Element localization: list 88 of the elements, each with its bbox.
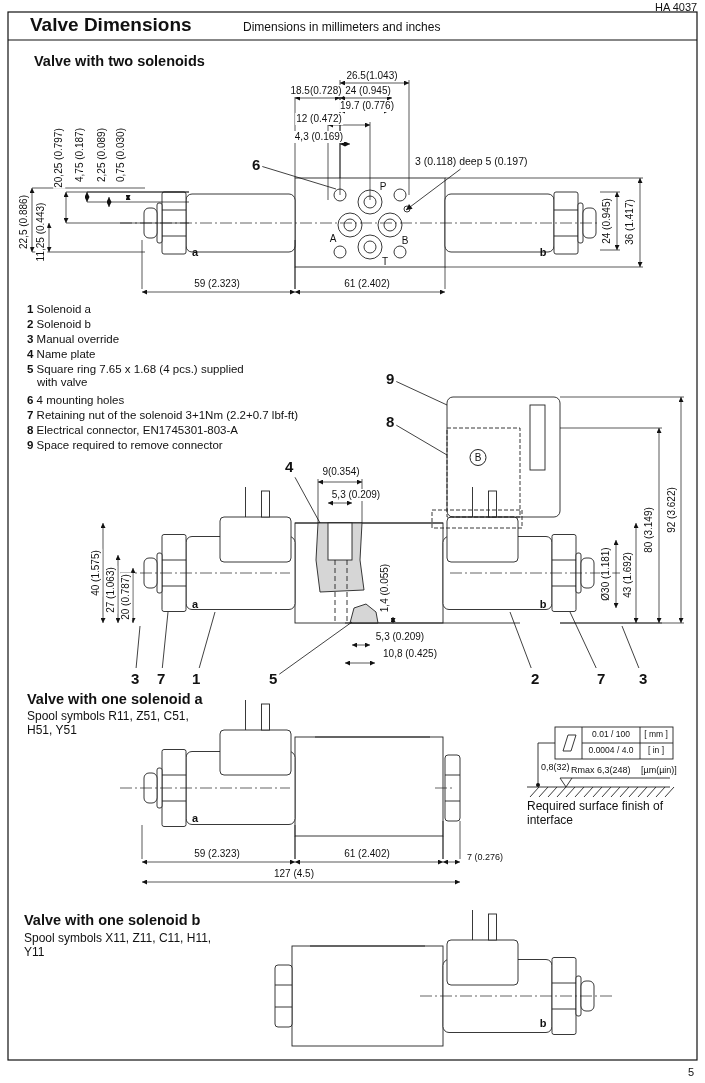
port-letter: T <box>381 256 389 268</box>
section-heading: Valve with two solenoids <box>34 53 205 70</box>
solenoid-letter: a <box>191 812 199 825</box>
parts-list-item: 9 Space required to remove connector <box>27 439 223 453</box>
dimension-label: 0,75 (0.030) <box>115 127 127 183</box>
unit-label: [ mm ] <box>644 730 668 740</box>
leader-line <box>278 621 353 675</box>
note-text: Spool symbols R11, Z51, C51, H51, Y51 <box>27 710 190 738</box>
document-number: HA 4037 <box>655 1 698 14</box>
leader-line <box>569 611 597 669</box>
unit-label: [ in ] <box>647 746 665 756</box>
parts-list-item: 8 Electrical connector, EN1745301-803-A <box>27 424 238 438</box>
hole-note: 3 (0.118) deep 5 (0.197) <box>415 155 528 168</box>
dimension-label: 12 (0.472) <box>295 113 343 125</box>
section-heading: Valve with one solenoid b <box>24 912 201 929</box>
port-letter: B <box>401 235 409 247</box>
leader-line <box>161 611 169 669</box>
parts-list-item: 5 Square ring 7.65 x 1.68 (4 pcs.) supplied with valve <box>27 363 245 390</box>
leader-line <box>198 611 216 669</box>
leader-line <box>395 424 448 456</box>
parts-list-item: 4 Name plate <box>27 348 96 362</box>
dimension-label: 40 (1.575) <box>90 549 102 597</box>
port-letter: A <box>329 233 337 245</box>
dimension-label: 61 (2.402) <box>343 278 391 290</box>
dimension-label: 24 (0.945) <box>344 85 392 97</box>
solenoid-letter: b <box>539 1017 547 1030</box>
roughness-value: Rmax 6,3(248) <box>571 765 631 776</box>
dimension-label: 4,3 (0.169) <box>293 131 345 143</box>
section-heading: Valve with one solenoid a <box>27 691 203 708</box>
dimension-label: 1,4 (0.055) <box>379 562 391 614</box>
roughness-value: [µm(µin)] <box>641 765 677 776</box>
note-text: Required surface finish of interface <box>527 800 665 828</box>
page-number: 5 <box>688 1066 695 1079</box>
parts-list-item: 2 Solenoid b <box>27 318 91 332</box>
port-letter: P <box>379 181 387 193</box>
leader-line <box>621 625 640 669</box>
roughness-value: 7 (0.276) <box>467 852 504 863</box>
page-title: Valve Dimensions <box>30 14 192 36</box>
callout-number: 5 <box>269 670 278 688</box>
dimension-label: 92 (3.622) <box>666 486 678 534</box>
dimension-label: 127 (4.5) <box>273 868 315 880</box>
callout-number: 3 <box>639 670 648 688</box>
dimension-label: 19.7 (0.776) <box>339 100 395 112</box>
dimension-label: 22,5 (0.886) <box>18 194 30 250</box>
dimension-label: 20,25 (0.797) <box>53 127 65 189</box>
tolerance-value: 0.01 / 100 <box>592 730 630 740</box>
callout-number: 1 <box>192 670 201 688</box>
dimension-label: 4,75 (0.187) <box>74 127 86 183</box>
callout-number: 7 <box>157 670 166 688</box>
solenoid-letter: b <box>539 598 547 611</box>
dimension-label: 59 (2.323) <box>193 278 241 290</box>
callout-number: 8 <box>386 413 395 431</box>
dimension-label: 59 (2.323) <box>193 848 241 860</box>
leader-line <box>294 476 321 524</box>
dimension-label: 24 (0.945) <box>601 197 613 245</box>
parts-list-item: 7 Retaining nut of the solenoid 3+1Nm (2.2+0.7 lbf-ft) <box>27 409 299 423</box>
dimension-label: 26.5(1.043) <box>345 70 399 82</box>
leader-line <box>135 625 141 669</box>
dimension-label: 61 (2.402) <box>343 848 391 860</box>
solenoid-letter: a <box>191 246 199 259</box>
tolerance-value: 0.0004 / 4.0 <box>588 746 634 756</box>
solenoid-letter: b <box>539 246 547 259</box>
callout-number: 2 <box>531 670 540 688</box>
solenoid-letter: a <box>191 598 199 611</box>
dimension-label: 20 (0.787) <box>120 573 132 621</box>
parts-list-item: 3 Manual override <box>27 333 120 347</box>
callout-number: 7 <box>597 670 606 688</box>
note-text: Dimensions in millimeters and inches <box>243 21 441 35</box>
leader-line <box>509 611 532 669</box>
note-text: Spool symbols X11, Z11, C11, H11, Y11 <box>24 932 213 960</box>
dimension-label: 10,8 (0.425) <box>382 648 438 660</box>
dimension-label: 18.5(0.728) <box>289 85 343 97</box>
leader-line <box>261 166 337 190</box>
parts-list-item: 6 4 mounting holes <box>27 394 125 408</box>
dimension-label: 5,3 (0.209) <box>330 489 382 501</box>
callout-number: 6 <box>252 156 261 174</box>
dimension-label: 9(0.354) <box>321 466 361 478</box>
dimension-label: 2,25 (0.089) <box>96 127 108 183</box>
dimension-label: 80 (3.149) <box>643 506 655 554</box>
dimension-label: 11,25 (0.443) <box>35 201 47 263</box>
callout-number: 9 <box>386 370 395 388</box>
callout-number: 3 <box>131 670 140 688</box>
dimension-label: 36 (1.417) <box>624 198 636 246</box>
dimension-label: Ø30 (1.181) <box>600 546 612 602</box>
leader-line <box>395 381 448 406</box>
parts-list-item: 1 Solenoid a <box>27 303 91 317</box>
roughness-value: 0,8(32) <box>541 762 570 773</box>
callout-number: 4 <box>285 458 294 476</box>
